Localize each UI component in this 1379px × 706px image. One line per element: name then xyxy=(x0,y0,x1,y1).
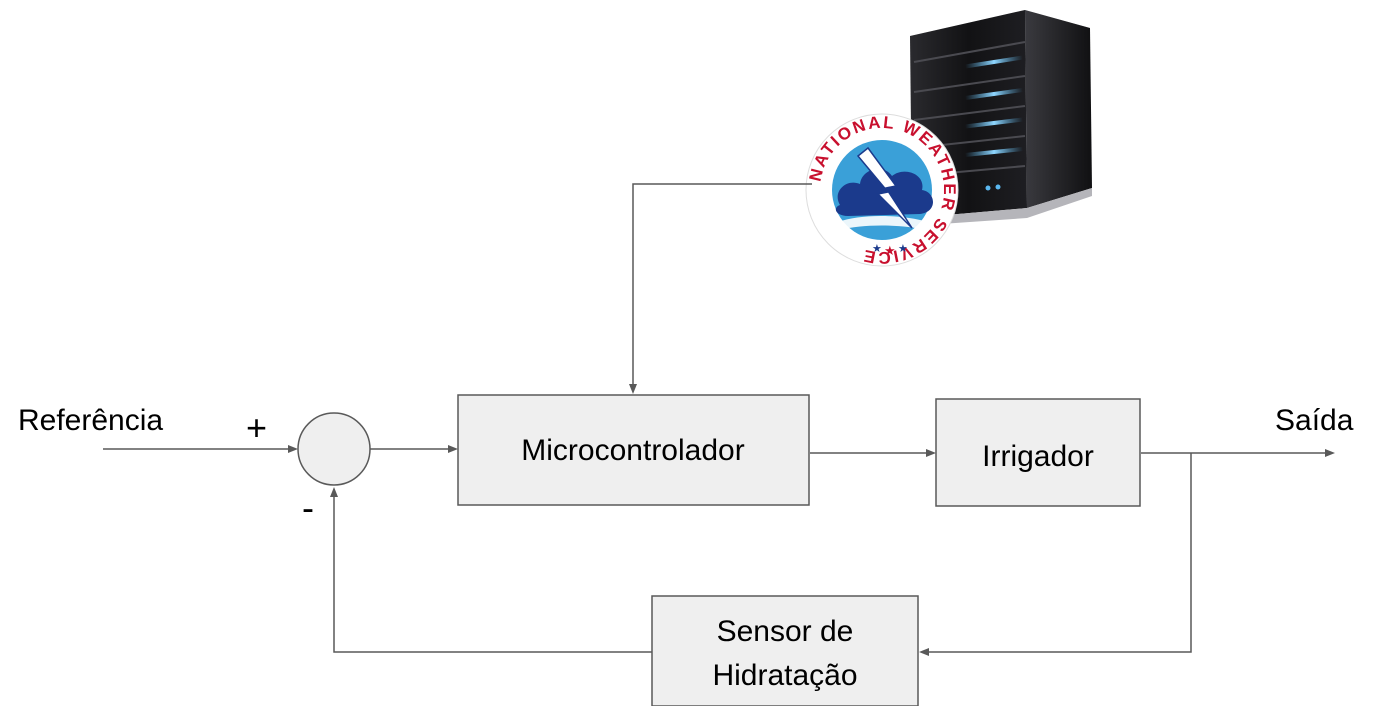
national-weather-service-logo: NATIONAL WEATHER SERVICE ★ ★ ★ xyxy=(805,113,959,267)
controller-block: Microcontrolador xyxy=(457,394,810,506)
minus-sign: - xyxy=(302,487,314,528)
actuator-label: Irrigador xyxy=(982,440,1094,473)
controller-label: Microcontrolador xyxy=(521,434,744,467)
control-arrowhead xyxy=(926,449,936,457)
sensor-label-line1: Sensor de xyxy=(717,615,854,648)
feedback-branch-arrowhead xyxy=(919,648,929,656)
svg-text:★: ★ xyxy=(872,242,882,255)
feedback-arrowhead xyxy=(330,487,338,497)
plus-sign: + xyxy=(246,407,267,448)
actuator-block: Irrigador xyxy=(935,398,1141,507)
feedback-branch-wire xyxy=(929,453,1192,653)
svg-text:★: ★ xyxy=(884,244,896,259)
weather-arrowhead xyxy=(629,384,637,394)
svg-text:★: ★ xyxy=(898,242,908,255)
weather-wire xyxy=(632,183,812,384)
sensor-block: Sensor de Hidratação xyxy=(651,595,919,706)
input-label: Referência xyxy=(18,404,163,437)
output-label: Saída xyxy=(1275,404,1354,437)
sensor-label-line2: Hidratação xyxy=(712,659,857,692)
feedback-wire xyxy=(333,497,652,653)
output-arrowhead xyxy=(1325,449,1335,457)
summing-junction xyxy=(297,412,371,486)
reference-arrowhead xyxy=(288,445,298,453)
error-arrowhead xyxy=(448,445,458,453)
